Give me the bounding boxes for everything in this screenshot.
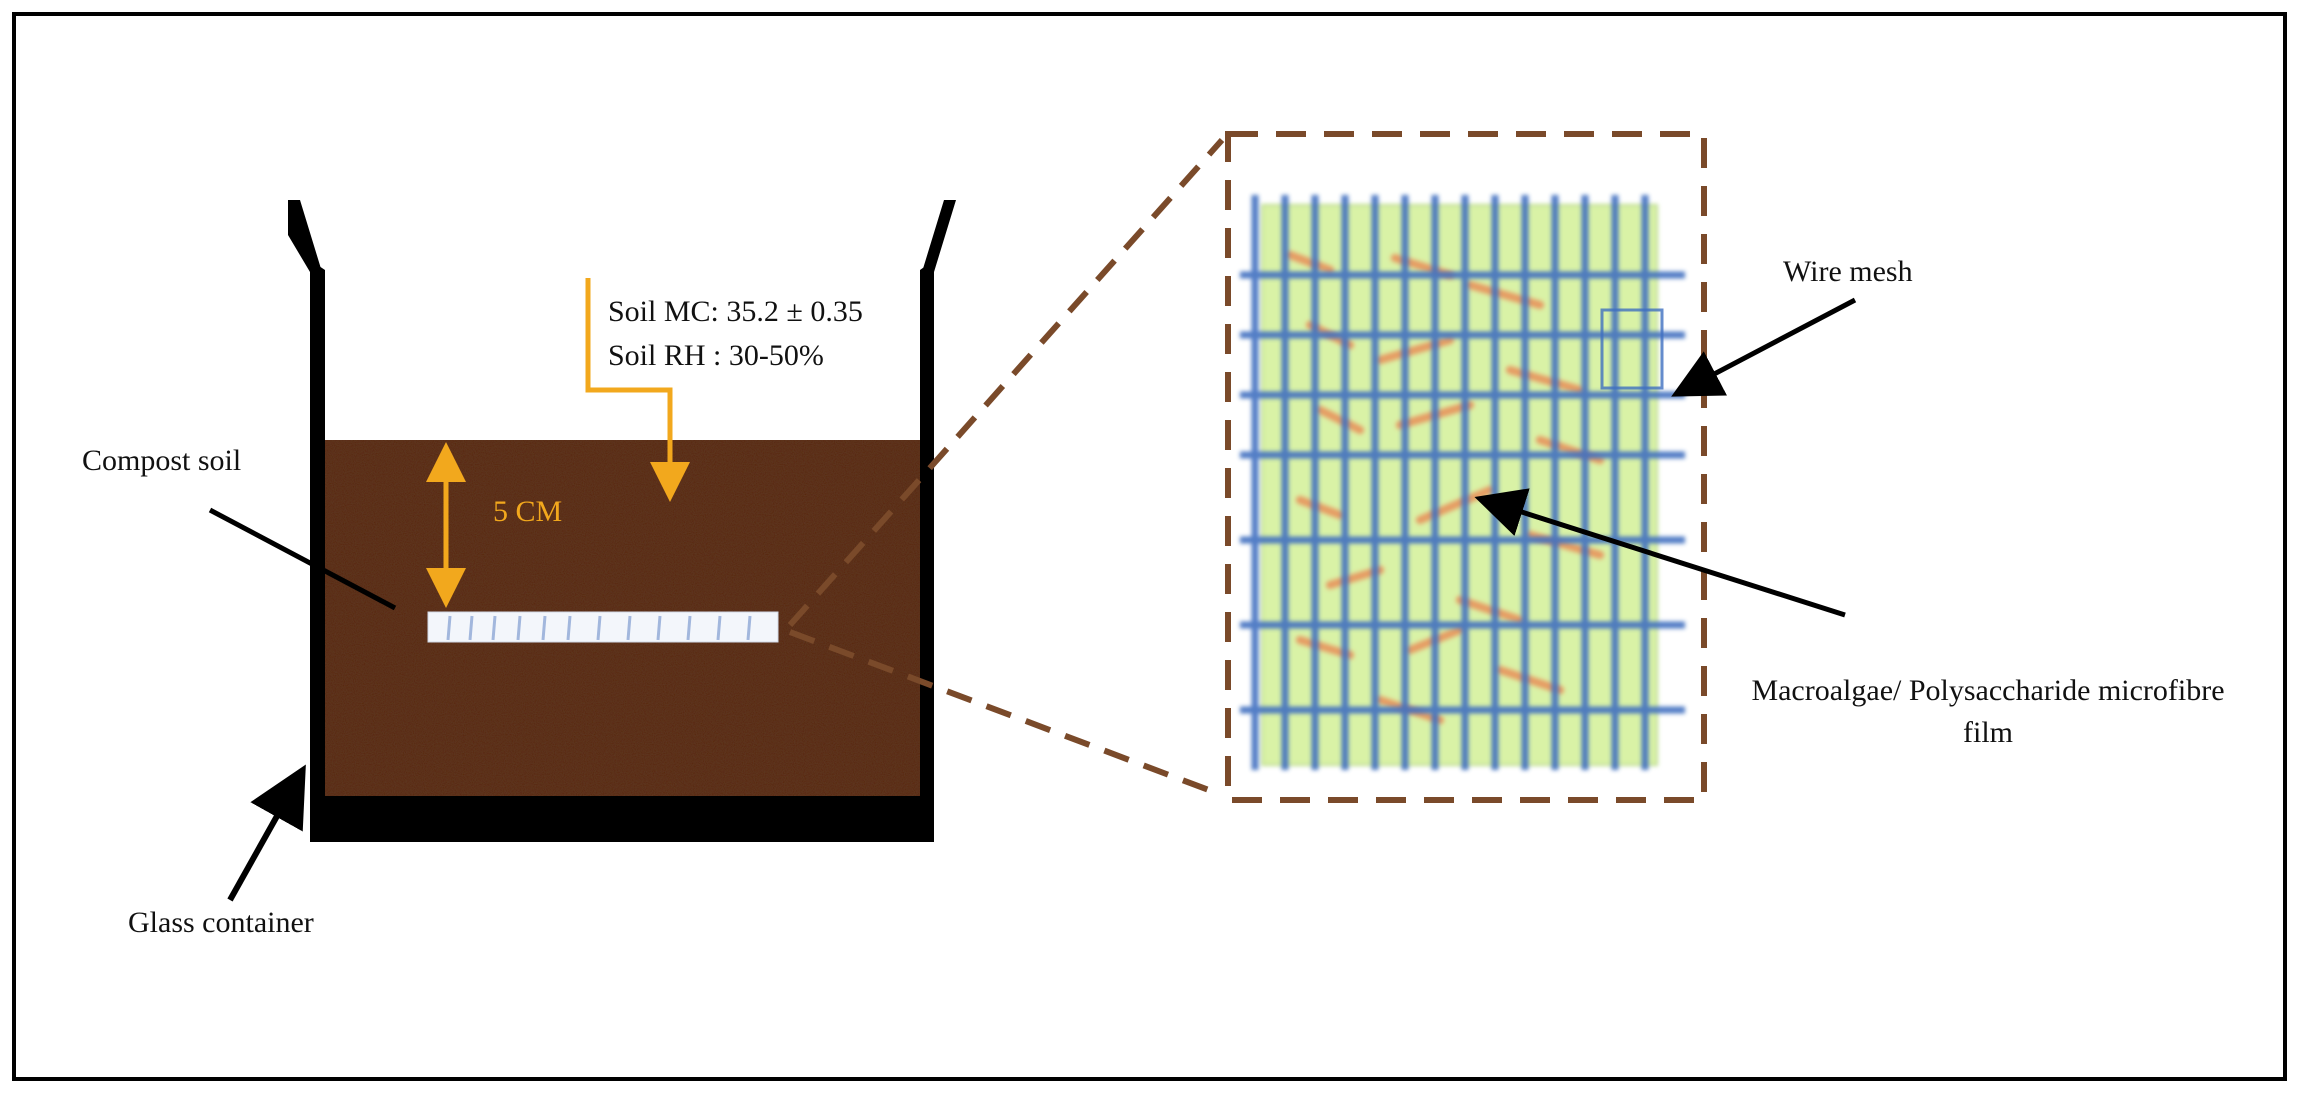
soil-condition-pointer [585, 278, 690, 502]
wire-mesh-grid [1240, 195, 1685, 770]
wire-mesh-pointer [1671, 297, 1857, 397]
glass-container-shape [288, 200, 956, 842]
film-zoom [1261, 204, 1658, 766]
label-soil-mc: Soil MC: 35.2 ± 0.35 [608, 295, 863, 328]
glass-container-pointer [227, 764, 306, 902]
label-compost-soil: Compost soil [82, 444, 242, 477]
label-glass-container: Glass container [128, 906, 314, 939]
film-strip [427, 611, 779, 643]
label-depth: 5 CM [493, 495, 563, 528]
compost-soil-pointer [208, 507, 397, 611]
label-wire-mesh: Wire mesh [1783, 255, 1913, 288]
zoom-connector [787, 138, 1225, 798]
mesh-detail-square [1600, 308, 1664, 390]
film-pointer [1474, 488, 1846, 618]
label-soil-rh: Soil RH : 30-50% [608, 339, 824, 372]
label-film-line1: Macroalgae/ Polysaccharide microfibre [1751, 674, 2225, 707]
label-film-line2: film [1963, 716, 2013, 749]
